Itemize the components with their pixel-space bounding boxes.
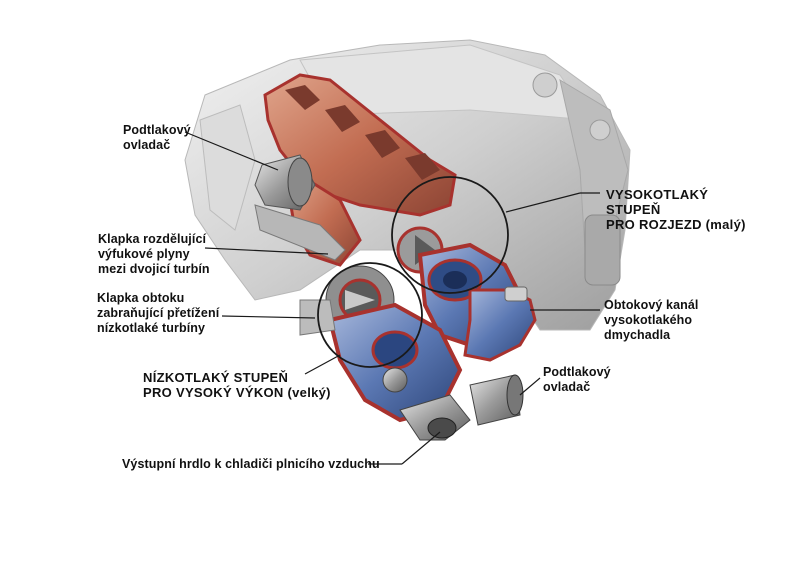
label-vysokotlaky-stupen: VYSOKOTLAKÝ STUPEŇ PRO ROZJEZD (malý)	[606, 187, 746, 232]
highlight-circle-low-pressure	[317, 262, 423, 368]
outlet-pipe	[382, 367, 471, 441]
highlight-circle-high-pressure	[391, 176, 509, 294]
label-podtlakovy-ovladac-top: Podtlakový ovladač	[123, 123, 191, 152]
label-nizkotlaky-stupen: NÍZKOTLAKÝ STUPEŇ PRO VYSOKÝ VÝKON (velk…	[143, 370, 331, 400]
bypass-channel	[463, 286, 537, 362]
label-obtokovy-kanal: Obtokový kanál vysokotlakého dmychadla	[604, 298, 699, 342]
vacuum-actuator-bottom	[469, 374, 524, 426]
vacuum-actuator-top	[254, 154, 346, 261]
leader-lines	[184, 131, 600, 465]
label-vystupni-hrdlo: Výstupní hrdlo k chladiči plnicího vzduc…	[122, 457, 380, 471]
label-klapka-obtoku: Klapka obtoku zabraňující přetížení nízk…	[97, 291, 220, 335]
label-podtlakovy-ovladac-bottom: Podtlakový ovladač	[543, 365, 611, 394]
label-klapka-rozdelujici: Klapka rozdělující výfukové plyny mezi d…	[98, 232, 210, 276]
